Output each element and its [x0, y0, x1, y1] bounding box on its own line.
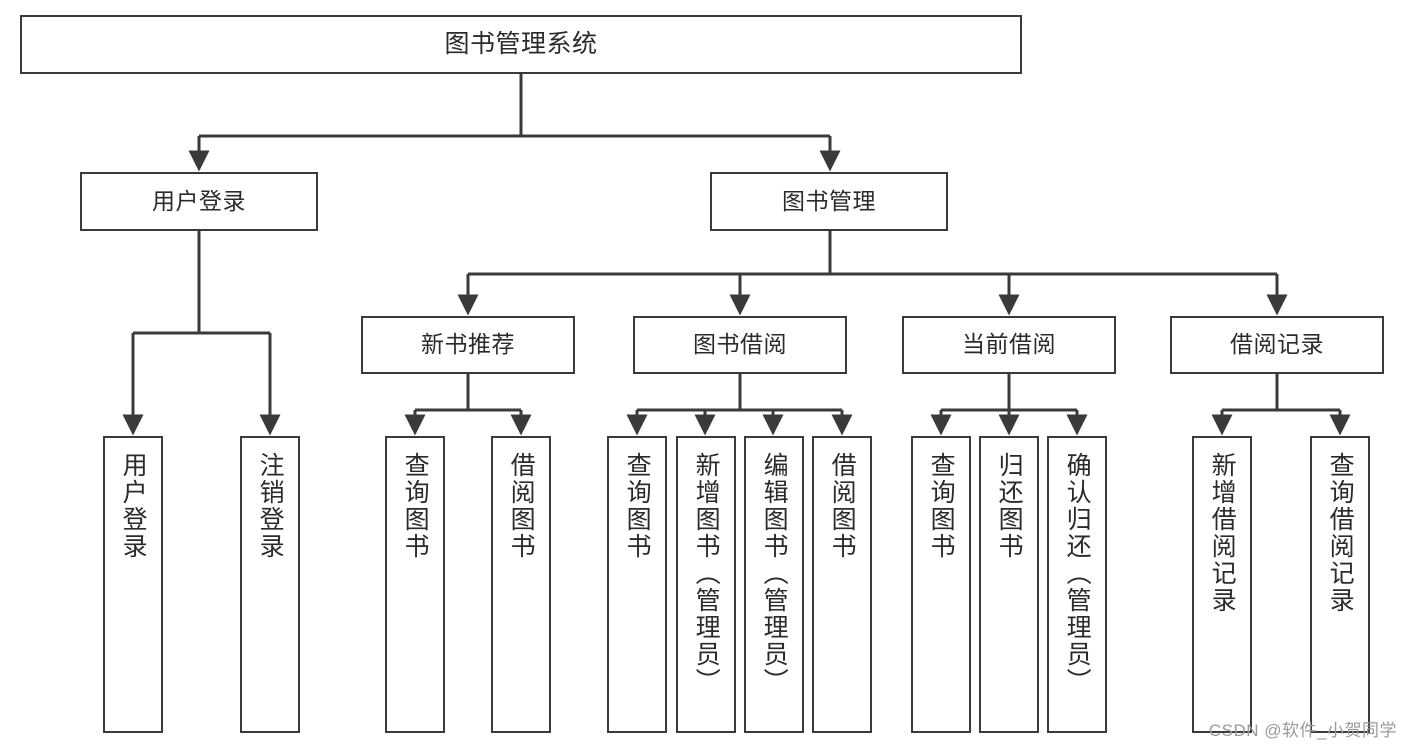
leaf-current-borrow-query-book[interactable]: 查询图书 [911, 436, 971, 733]
node-label: 借阅图书 [507, 452, 536, 560]
node-label: 确认归还（管理员） [1063, 452, 1092, 695]
leaf-borrow-record-add-record[interactable]: 新增借阅记录 [1192, 436, 1252, 733]
node-book-borrow[interactable]: 图书借阅 [633, 316, 847, 374]
node-label: 注销登录 [256, 452, 285, 560]
leaf-new-book-query-book[interactable]: 查询图书 [385, 436, 445, 733]
node-label: 用户登录 [119, 452, 148, 560]
node-label: 查询借阅记录 [1326, 452, 1355, 614]
node-label: 新书推荐 [421, 331, 515, 358]
node-label: 查询图书 [623, 452, 652, 560]
node-label: 编辑图书（管理员） [760, 452, 789, 695]
leaf-book-borrow-borrow-book[interactable]: 借阅图书 [812, 436, 872, 733]
node-label: 借阅图书 [828, 452, 857, 560]
node-borrow-record[interactable]: 借阅记录 [1170, 316, 1384, 374]
node-label: 归还图书 [995, 452, 1024, 560]
leaf-current-borrow-return-book[interactable]: 归还图书 [979, 436, 1039, 733]
csdn-watermark: CSDN @软件_小贺同学 [1208, 721, 1397, 740]
node-label: 查询图书 [401, 452, 430, 560]
node-label: 新增图书（管理员） [692, 452, 721, 695]
leaf-current-borrow-confirm-return-admin[interactable]: 确认归还（管理员） [1047, 436, 1107, 733]
node-label: 查询图书 [927, 452, 956, 560]
leaf-book-borrow-add-book-admin[interactable]: 新增图书（管理员） [676, 436, 736, 733]
node-label: 图书管理 [782, 187, 876, 214]
node-current-borrow[interactable]: 当前借阅 [902, 316, 1116, 374]
node-book-management[interactable]: 图书管理 [710, 172, 948, 231]
node-label: 图书管理系统 [444, 29, 598, 58]
node-root-book-management-system[interactable]: 图书管理系统 [20, 15, 1022, 74]
leaf-borrow-record-query-record[interactable]: 查询借阅记录 [1310, 436, 1370, 733]
node-new-book-recommend[interactable]: 新书推荐 [361, 316, 575, 374]
node-label: 当前借阅 [962, 331, 1056, 358]
leaf-book-borrow-edit-book-admin[interactable]: 编辑图书（管理员） [744, 436, 804, 733]
leaf-book-borrow-query-book[interactable]: 查询图书 [607, 436, 667, 733]
node-user-login[interactable]: 用户登录 [80, 172, 318, 231]
node-label: 用户登录 [152, 187, 246, 214]
leaf-user-login-logout[interactable]: 注销登录 [240, 436, 300, 733]
leaf-user-login-login[interactable]: 用户登录 [103, 436, 163, 733]
node-label: 新增借阅记录 [1208, 452, 1237, 614]
leaf-new-book-borrow-book[interactable]: 借阅图书 [491, 436, 551, 733]
node-label: 图书借阅 [693, 331, 787, 358]
node-label: 借阅记录 [1230, 331, 1324, 358]
